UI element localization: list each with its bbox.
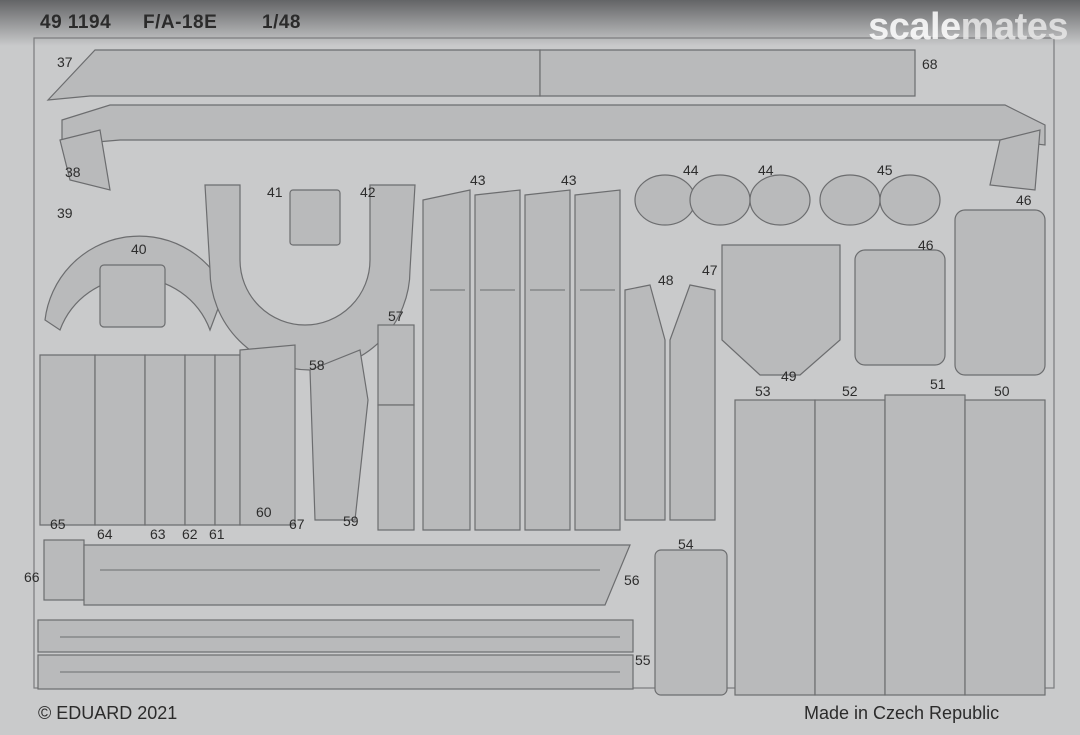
part-41 <box>289 189 341 246</box>
part-number-60: 60 <box>256 504 272 520</box>
part-number-50: 50 <box>994 383 1010 399</box>
kit-model: F/A-18E <box>143 12 218 33</box>
part-number-53: 53 <box>755 383 771 399</box>
part-number-68: 68 <box>922 56 938 72</box>
part-58 <box>309 349 369 521</box>
part-number-55: 55 <box>635 652 651 668</box>
part-number-44-a: 44 <box>683 162 699 178</box>
part-55-top <box>37 619 634 653</box>
part-43-3 <box>524 189 571 531</box>
part-number-37: 37 <box>57 54 73 70</box>
part-52 <box>814 399 886 696</box>
part-number-42: 42 <box>360 184 376 200</box>
part-number-52: 52 <box>842 383 858 399</box>
part-number-45: 45 <box>877 162 893 178</box>
part-50 <box>964 399 1046 696</box>
part-54 <box>654 549 728 696</box>
part-48-2 <box>669 284 716 521</box>
part-47 <box>721 244 841 376</box>
part-number-49: 49 <box>781 368 797 384</box>
part-45-1 <box>819 174 881 226</box>
part-44-2 <box>689 174 751 226</box>
part-number-59: 59 <box>343 513 359 529</box>
part-64 <box>94 354 146 526</box>
part-number-48: 48 <box>658 272 674 288</box>
part-37 <box>46 49 541 101</box>
part-40 <box>99 264 166 328</box>
part-number-61: 61 <box>209 526 225 542</box>
part-number-39: 39 <box>57 205 73 221</box>
part-number-63: 63 <box>150 526 166 542</box>
part-56 <box>83 544 631 606</box>
part-number-65: 65 <box>50 516 66 532</box>
part-51 <box>884 394 966 696</box>
part-46-large <box>954 209 1046 376</box>
part-60 <box>239 344 296 526</box>
part-number-56: 56 <box>624 572 640 588</box>
copyright-text: © EDUARD 2021 <box>38 703 178 723</box>
part-43-4 <box>574 189 621 531</box>
part-number-44-b: 44 <box>758 162 774 178</box>
part-45-2 <box>879 174 941 226</box>
part-number-43-a: 43 <box>470 172 486 188</box>
part-57 <box>377 324 415 406</box>
kit-code: 49 1194 <box>40 12 112 33</box>
origin-text: Made in Czech Republic <box>804 703 1000 723</box>
part-44-3 <box>749 174 811 226</box>
part-63 <box>144 354 186 526</box>
part-38-beam <box>61 104 1046 146</box>
part-number-47: 47 <box>702 262 718 278</box>
part-44-1 <box>634 174 696 226</box>
part-61 <box>214 354 241 526</box>
part-59 <box>377 404 415 531</box>
part-number-57: 57 <box>388 308 404 324</box>
part-number-41: 41 <box>267 184 283 200</box>
part-48-1 <box>624 284 666 521</box>
part-number-46-b: 46 <box>918 237 934 253</box>
part-number-58: 58 <box>309 357 325 373</box>
part-43-2 <box>474 189 521 531</box>
part-53 <box>734 399 816 696</box>
part-number-64: 64 <box>97 526 113 542</box>
part-38-end-left <box>59 129 111 191</box>
part-number-54: 54 <box>678 536 694 552</box>
part-number-46-a: 46 <box>1016 192 1032 208</box>
part-38-end-right <box>989 129 1041 191</box>
part-62 <box>184 354 216 526</box>
part-46-small <box>854 249 946 366</box>
part-number-66: 66 <box>24 569 40 585</box>
kit-scale: 1/48 <box>262 12 301 33</box>
part-43-1 <box>422 189 471 531</box>
part-number-38: 38 <box>65 164 81 180</box>
part-number-40: 40 <box>131 241 147 257</box>
part-66 <box>43 539 85 601</box>
part-68 <box>539 49 916 97</box>
part-number-67: 67 <box>289 516 305 532</box>
part-number-51: 51 <box>930 376 946 392</box>
part-65 <box>39 354 96 526</box>
part-number-62: 62 <box>182 526 198 542</box>
watermark-logo: scalemates <box>868 6 1068 48</box>
part-number-43-b: 43 <box>561 172 577 188</box>
